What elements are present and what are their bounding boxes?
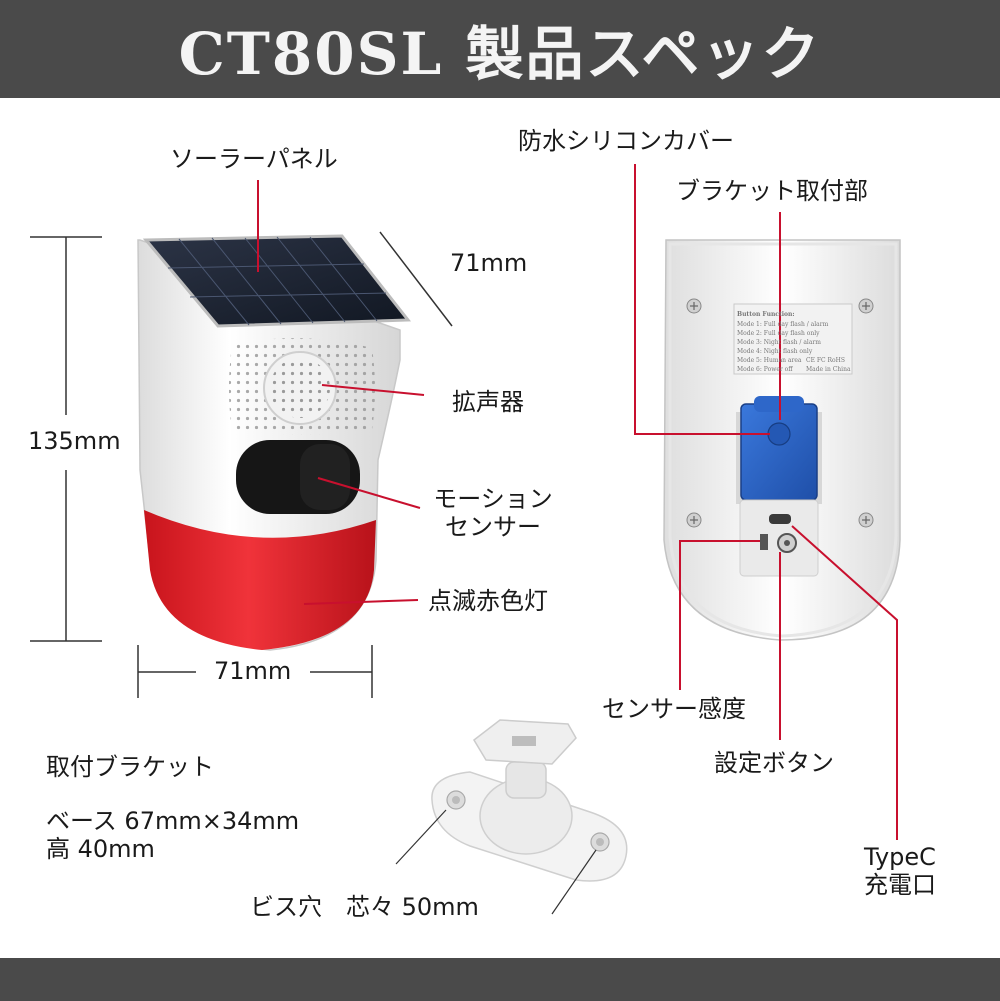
front-device xyxy=(137,234,412,651)
silicone-cover-label: 防水シリコンカバー xyxy=(518,127,734,155)
bracket-mount-label: ブラケット取付部 xyxy=(676,177,868,205)
bracket-leader-lines xyxy=(395,809,597,915)
sensor-sensitivity-label: センサー感度 xyxy=(602,695,746,723)
screw-hole-spacing: ビス穴 芯々 50mm xyxy=(250,893,479,921)
plate-line-3: Mode 3: Night flash / alarm xyxy=(737,339,821,346)
bracket-height: 高 40mm xyxy=(46,835,155,863)
flash-light-label: 点滅赤色灯 xyxy=(428,587,548,615)
plate-marks: CE FC RoHS xyxy=(806,357,845,364)
motion-sensor-label-line2: センサー xyxy=(445,512,541,541)
front-callouts xyxy=(257,180,425,605)
plate-line-0: Button Function: xyxy=(737,311,795,318)
depth-dimension-label: 71mm xyxy=(450,249,528,277)
plate-line-1: Mode 1: Full day flash / alarm xyxy=(737,321,829,328)
typec-port-label-line1: TypeC xyxy=(864,843,936,871)
bracket-title: 取付ブラケット xyxy=(46,753,214,781)
height-dimension-label: 135mm xyxy=(28,427,121,455)
mounting-bracket xyxy=(431,719,628,882)
info-plate-text: Button Function: Mode 1: Full day flash … xyxy=(737,311,851,373)
typec-port-label-line2: 充電口 xyxy=(864,870,936,899)
header-bar xyxy=(0,0,1000,98)
motion-sensor-label: モーション センサー xyxy=(428,485,558,541)
plate-line-2: Mode 2: Full day flash only xyxy=(737,330,820,337)
page-title: CT80SL 製品スペック xyxy=(178,20,822,88)
plate-line-4: Mode 4: Night flash only xyxy=(737,348,813,355)
set-button-label: 設定ボタン xyxy=(714,749,834,777)
back-callouts xyxy=(634,164,898,840)
speaker-label: 拡声器 xyxy=(452,388,524,416)
plate-line-5: Mode 5: Human area xyxy=(737,357,802,364)
bracket-base-size: ベース 67mm×34mm xyxy=(46,807,300,835)
dimension-lines xyxy=(30,231,453,698)
typec-port-label: TypeC 充電口 xyxy=(840,843,960,899)
plate-line-6: Mode 6: Power off xyxy=(737,366,793,373)
footer-bar xyxy=(0,958,1000,1001)
back-device xyxy=(663,239,901,641)
motion-sensor-label-line1: モーション xyxy=(433,485,553,513)
solar-panel-label: ソーラーパネル xyxy=(170,145,338,173)
width-dimension-label: 71mm xyxy=(214,657,292,685)
plate-made: Made in China xyxy=(806,366,851,373)
